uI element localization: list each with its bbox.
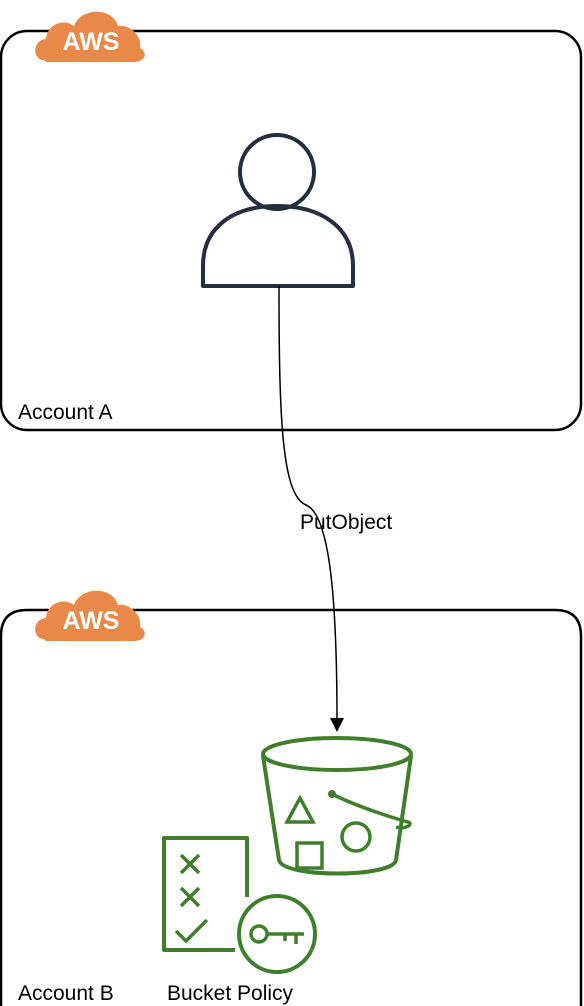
account-a-label: Account A <box>18 401 113 424</box>
bucket-policy-label: Bucket Policy <box>167 982 294 1005</box>
connector-arrowhead <box>330 718 344 732</box>
aws-badge-text-a: AWS <box>63 28 120 56</box>
aws-cloud-icon-account-a: AWS <box>35 11 145 62</box>
s3-bucket-icon[interactable] <box>261 736 413 876</box>
user-icon[interactable] <box>201 133 355 288</box>
putobject-label: PutObject <box>300 511 393 534</box>
account-a-frame[interactable] <box>0 29 583 432</box>
account-b-label: Account B <box>18 982 114 1005</box>
aws-cloud-icon-account-b: AWS <box>35 590 145 641</box>
account-b-frame[interactable] <box>0 608 583 1006</box>
bucket-policy-icon[interactable] <box>162 836 317 974</box>
aws-badge-text-b: AWS <box>63 607 120 635</box>
putobject-connector[interactable] <box>278 285 338 723</box>
